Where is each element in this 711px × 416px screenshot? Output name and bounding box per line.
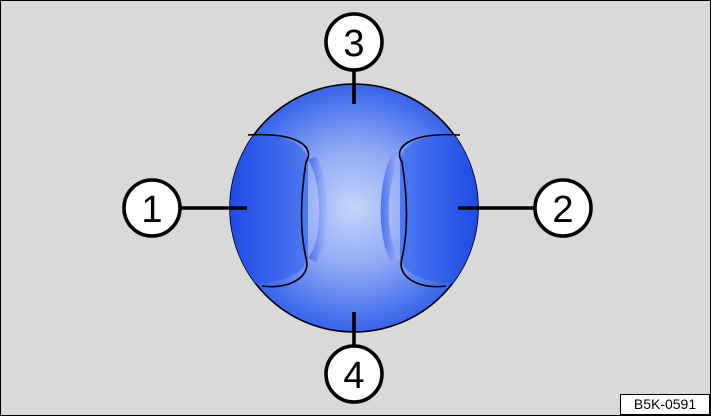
- callout-3: 3: [324, 12, 384, 72]
- callout-4-label: 4: [343, 355, 364, 397]
- knob: [229, 83, 479, 333]
- callout-1-label: 1: [141, 189, 162, 231]
- leader-lines: [180, 70, 535, 346]
- callout-3-label: 3: [343, 23, 364, 65]
- callout-2: 2: [533, 178, 593, 238]
- callout-1: 1: [122, 178, 182, 238]
- callout-4: 4: [324, 344, 384, 404]
- callout-2-label: 2: [552, 189, 573, 231]
- figure-reference: B5K-0591: [620, 394, 710, 415]
